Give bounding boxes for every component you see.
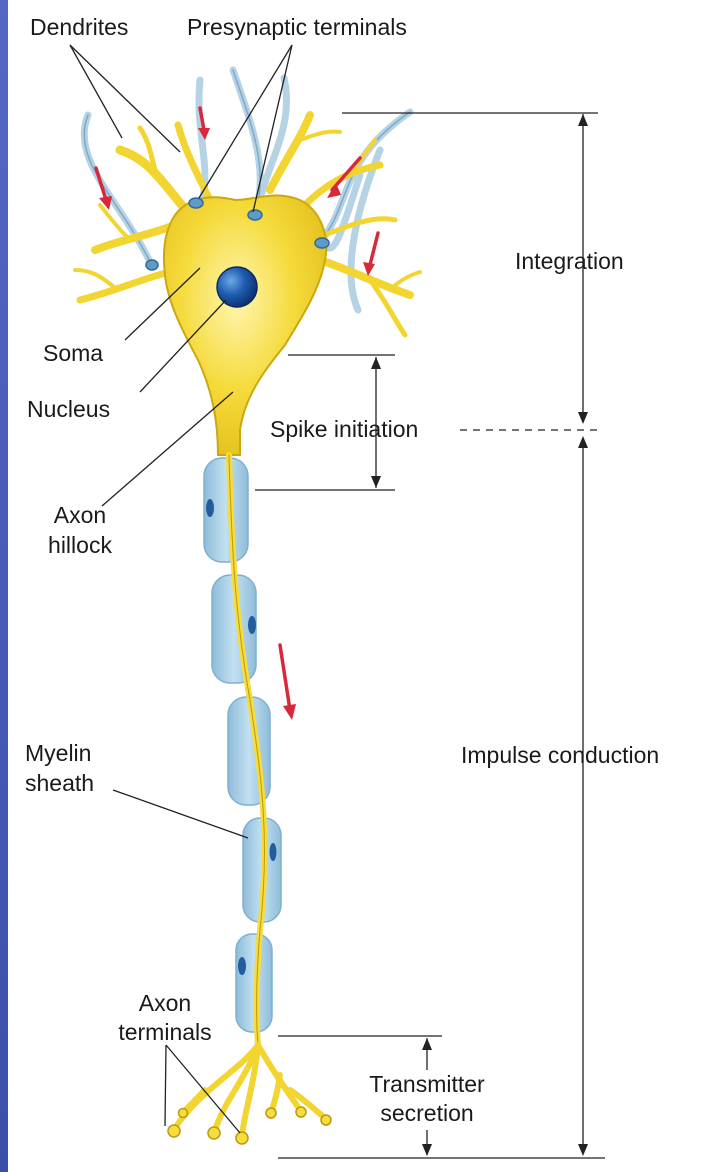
label-dendrites: Dendrites xyxy=(30,14,128,41)
label-axon-hillock-1: Axon xyxy=(35,502,125,529)
myelin-sheath xyxy=(204,458,281,1032)
label-axon-hillock-2: hillock xyxy=(35,532,125,559)
label-myelin-1: Myelin xyxy=(25,740,91,767)
label-impulse-conduction: Impulse conduction xyxy=(461,742,659,769)
label-transmitter-1: Transmitter xyxy=(352,1071,502,1098)
nucleus-shape xyxy=(217,267,257,307)
label-myelin-2: sheath xyxy=(25,770,94,797)
label-axon-terminals-2: terminals xyxy=(110,1019,220,1046)
label-integration: Integration xyxy=(515,248,624,275)
presynaptic-axon-3 xyxy=(233,70,260,213)
terminal-boutons xyxy=(168,1107,331,1144)
label-soma: Soma xyxy=(43,340,103,367)
label-spike-initiation: Spike initiation xyxy=(270,416,418,443)
label-axon-terminals-1: Axon xyxy=(110,990,220,1017)
label-nucleus: Nucleus xyxy=(27,396,110,423)
left-strip-fill xyxy=(0,0,8,1172)
label-presynaptic-terminals: Presynaptic terminals xyxy=(187,14,407,41)
label-transmitter-2: secretion xyxy=(352,1100,502,1127)
axon-terminal-branches xyxy=(175,1045,325,1135)
